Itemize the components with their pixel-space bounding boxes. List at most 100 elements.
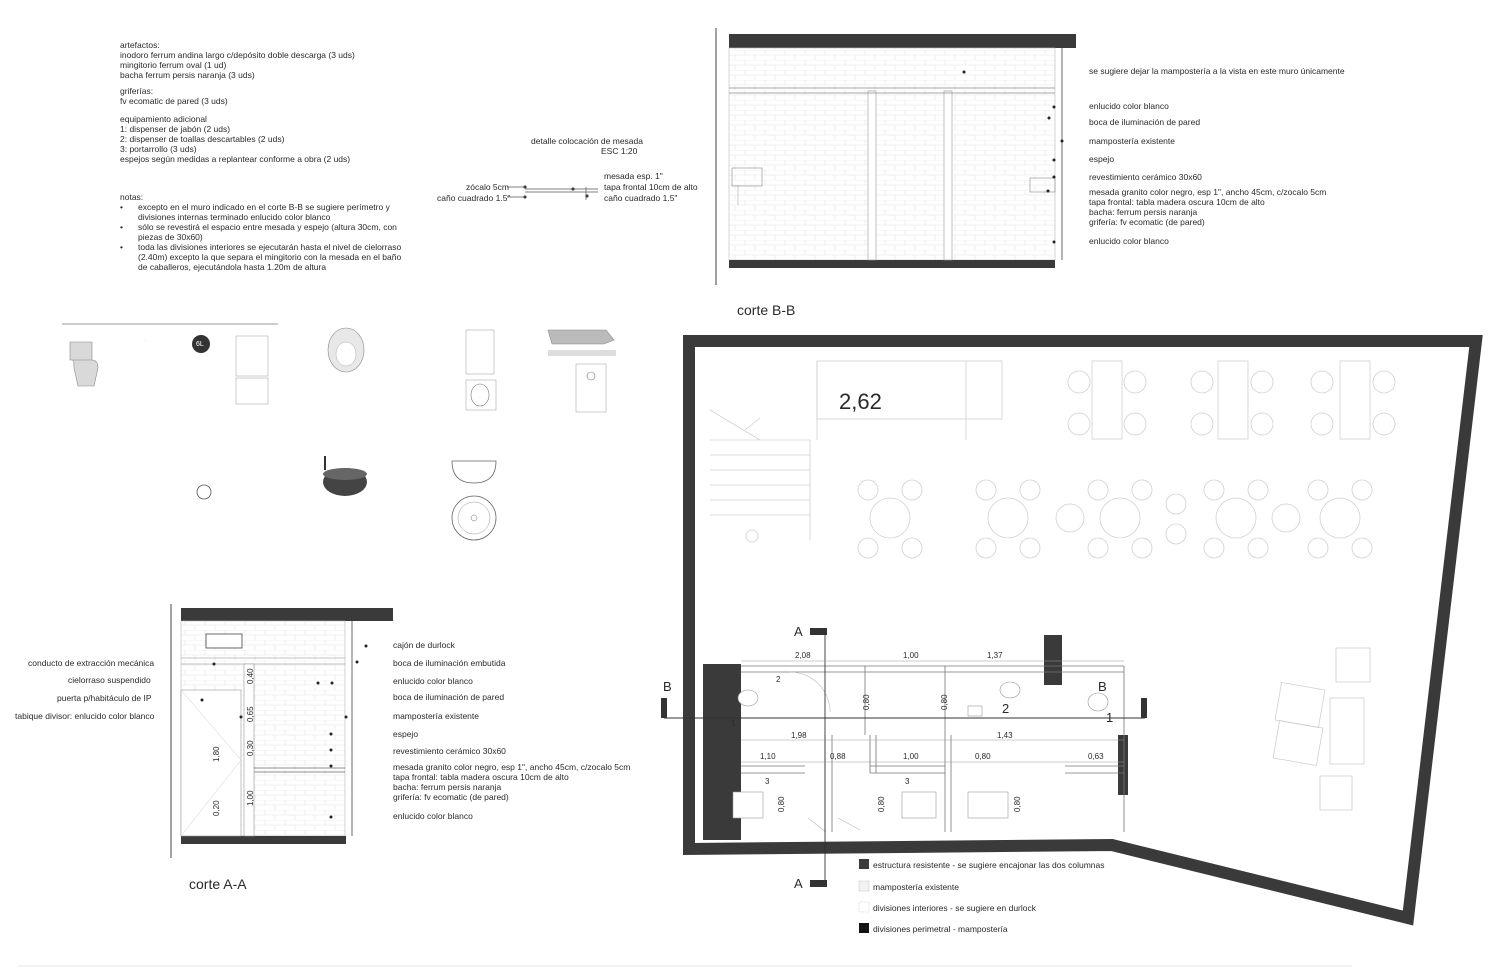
legend-label-3: divisiones perimetral - mampostería [873,924,1008,934]
corte-aa-dim-3: 1,80 [212,746,221,762]
plan-num-4: 3 [765,777,770,786]
plan-num-3: 1 [1106,710,1114,725]
griferias-line-0: griferías: [120,86,154,96]
legend-label-1: mampostería existente [873,882,959,892]
legend-swatches [858,859,870,933]
corte-aa-right-11: enlucido color blanco [393,811,473,821]
plan-dim-low-2: 1,00 [903,752,919,761]
legend-label-0: estructura resistente - se sugiere encaj… [873,860,1105,870]
plan-dim-vert-2: 0,80 [777,796,786,812]
corte-bb-label-3: mampostería existente [1089,136,1175,146]
detalle-scale: ESC 1:20 [601,146,638,156]
spec-artefactos: artefactos:inodoro ferrum andina largo c… [120,40,355,80]
corte-aa-right-8: tapa frontal: tabla madera oscura 10cm d… [393,772,569,782]
catalog-badge: 6L [196,341,204,348]
corte-aa-dim-2: 0,30 [246,740,255,756]
notas-title: notas: [120,192,144,202]
nota-item-0: excepto en el muro indicado en el corte … [120,202,410,222]
plan-dim-low-0: 1,10 [760,752,776,761]
artefactos-line-3: bacha ferrum persis naranja (3 uds) [120,70,255,80]
equipamiento-line-3: 3: portarrollo (3 uds) [120,144,197,154]
plan-section-b-left: B [663,679,672,694]
detalle-right-0: mesada esp. 1" [604,171,663,181]
corte-aa-right-3: boca de iluminación de pared [393,692,505,702]
plan-dim-vert-3: 0,80 [877,796,886,812]
corte-aa-drawing [170,604,393,858]
plan-dim-top-1: 1,00 [903,651,919,660]
catalog-inodoro-sheet [62,323,278,500]
equipamiento-line-0: equipamiento adicional [120,114,207,124]
corte-aa-right-7: mesada granito color negro, esp 1", anch… [393,762,631,772]
detalle-mesada-drawing [507,185,598,200]
corte-bb-label-6: mesada granito color negro, esp 1", anch… [1089,187,1327,197]
corte-bb-label-10: enlucido color blanco [1089,236,1169,246]
spec-griferias: griferías:fv ecomatic de pared (3 uds) [120,86,228,106]
detalle-left-0: zócalo 5cm [466,182,509,192]
corte-bb-label-7: tapa frontal: tabla madera oscura 10cm d… [1089,197,1265,207]
spec-notas: notas: excepto en el muro indicado en el… [120,192,410,272]
corte-bb-drawing [715,28,1076,285]
corte-aa-dim-5: 0,20 [212,800,221,816]
catalog-bacha-sheet [323,456,497,541]
corte-aa-right-6: revestimiento cerámico 30x60 [393,746,506,756]
plan-dim-mid-0: 1,98 [791,731,807,740]
dimension-lines [741,660,1124,763]
corte-bb-label-1: enlucido color blanco [1089,101,1169,111]
equipamiento-line-2: 2: dispenser de toallas descartables (2 … [120,134,285,144]
legend-label-2: divisiones interiores - se sugiere en du… [873,903,1036,913]
plan-num-0: 2 [776,675,781,684]
corte-bb-label-4: espejo [1089,154,1115,164]
corte-aa-title: corte A-A [189,876,247,892]
corte-aa-right-0: cajón de durlock [393,640,455,650]
artefactos-line-0: artefactos: [120,40,160,50]
corte-bb-label-5: revestimiento cerámico 30x60 [1089,172,1202,182]
corte-bb-leaders [962,70,1064,244]
plan-dim-vert-0: 0,80 [862,694,871,710]
catalog-text: · [145,338,147,343]
plan-dim-low-4: 0,63 [1088,752,1104,761]
detalle-left-1: caño cuadrado 1.5" [437,193,511,203]
plan-section-b-right: B [1098,679,1107,694]
corte-aa-dim-4: 1,00 [246,790,255,806]
nota-item-1: sólo se revestirá el espacio entre mesad… [120,222,410,242]
catalog-mingitorio-sheet [327,327,497,411]
equipamiento-line-1: 1: dispenser de jabón (2 uds) [120,124,231,134]
bathrooms-block [703,635,1128,840]
artefactos-line-2: mingitorio ferrum oval (1 ud) [120,60,227,70]
plan-level: 2,62 [839,389,882,414]
corte-aa-right-5: espejo [393,729,419,739]
plan-dim-low-3: 0,80 [975,752,991,761]
plan-dim-mid-1: 1,43 [997,731,1013,740]
plan-dim-low-1: 0,88 [830,752,846,761]
artefactos-line-1: inodoro ferrum andina largo c/depósito d… [120,50,355,60]
plan-section-a-bottom: A [794,876,803,891]
catalog-griferia-sheet [547,329,616,413]
corte-bb-label-0: se sugiere dejar la mampostería a la vis… [1089,66,1345,76]
corte-aa-right-9: bacha: ferrum persis naranja [393,782,502,792]
plan-dim-vert-4: 0,80 [1013,796,1022,812]
furniture-lounge [1272,647,1371,811]
corte-bb-label-9: grifería: fv ecomatic (de pared) [1089,217,1205,227]
corte-aa-right-4: mampostería existente [393,711,479,721]
plan-num-1: 2 [1002,701,1010,716]
plan-dim-top-0: 2,08 [795,651,811,660]
equipamiento-line-4: espejos según medidas a replantear confo… [120,154,351,164]
detalle-title: detalle colocación de mesada [531,136,643,146]
corte-aa-right-1: boca de iluminación embutida [393,658,506,668]
corte-aa-leaders [200,644,368,819]
corte-bb-label-8: bacha: ferrum persis naranja [1089,207,1198,217]
plan-dim-vert-1: 0,80 [940,694,949,710]
corte-bb-label-2: boca de iluminación de pared [1089,117,1201,127]
corte-aa-dim-1: 0,65 [246,706,255,722]
griferias-line-1: fv ecomatic de pared (3 uds) [120,96,228,106]
section-line-bb [661,698,1147,719]
corte-aa-left-2: puerta p/habitáculo de IP [57,693,152,703]
detalle-right-1: tapa frontal 10cm de alto [604,182,698,192]
detalle-right-2: caño cuadrado 1.5" [604,193,678,203]
plan-dim-top-2: 1,37 [987,651,1003,660]
plan-num-2: 1 [731,719,736,728]
corte-aa-left-0: conducto de extracción mecánica [28,658,155,668]
corte-aa-left-1: cielorraso suspendido [68,675,151,685]
